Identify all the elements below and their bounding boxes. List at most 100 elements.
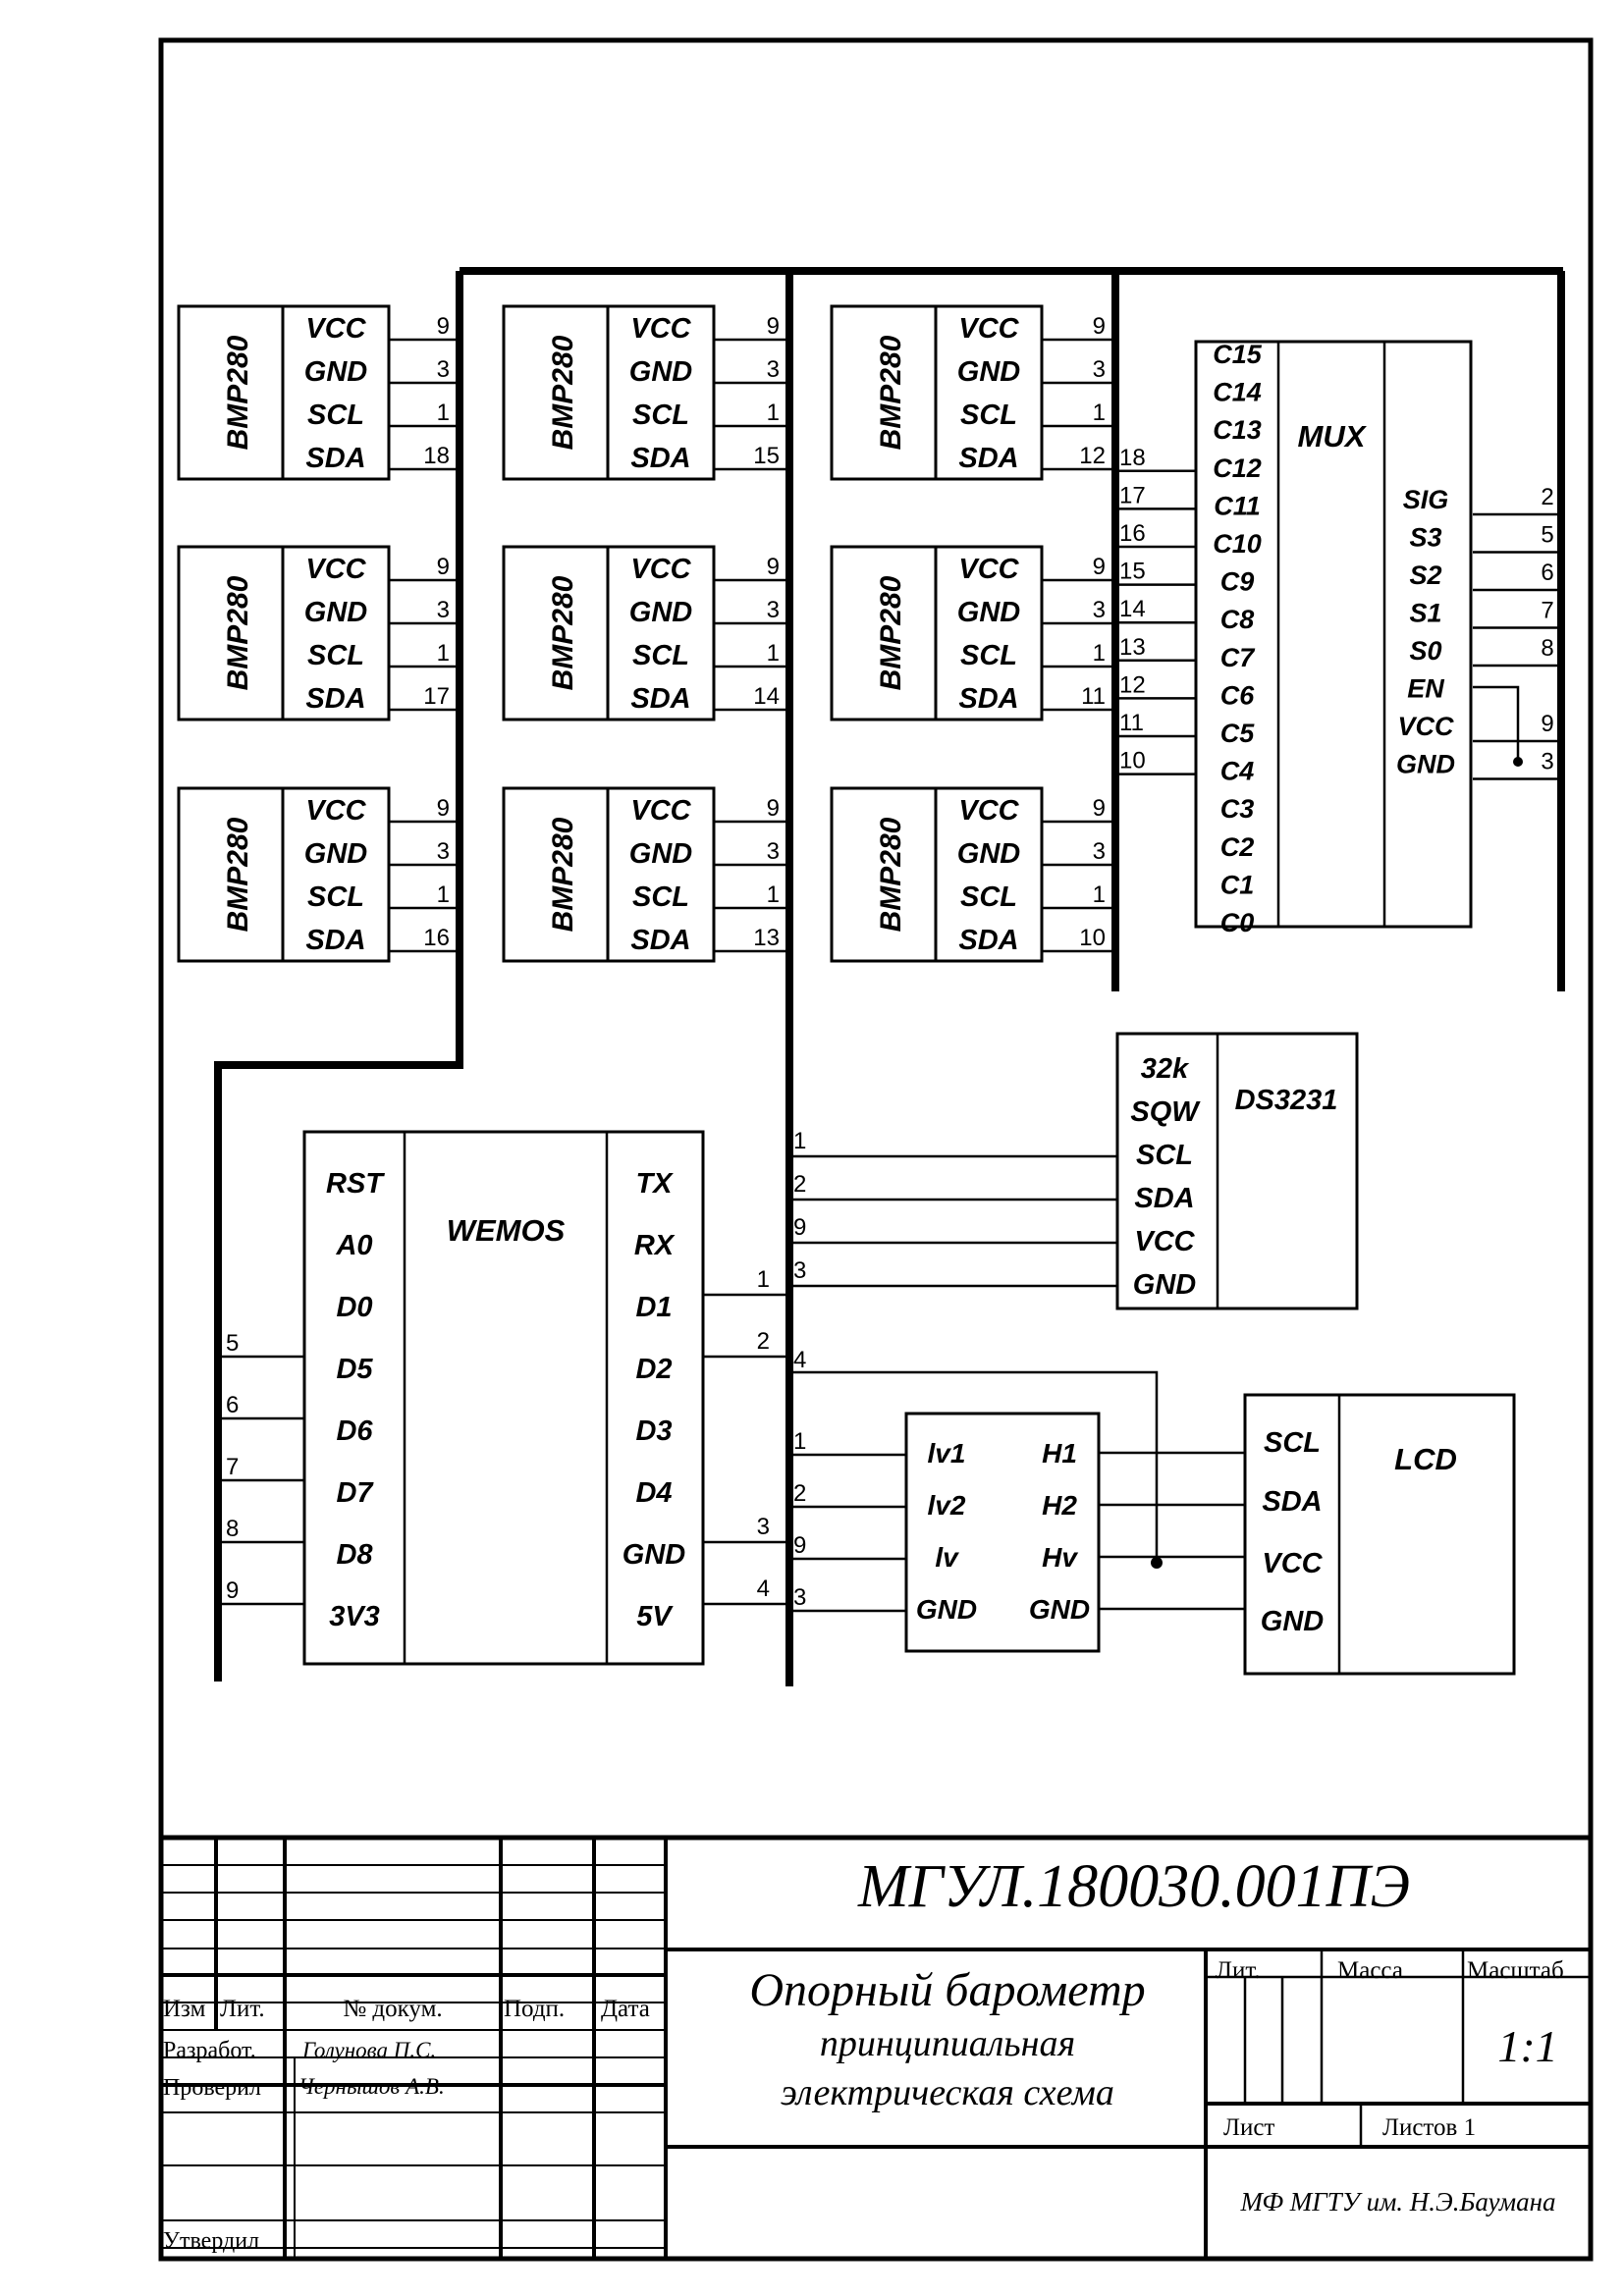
name-developer: Голунова П.С.: [301, 2038, 436, 2062]
col-izm: Изм: [163, 1996, 206, 2022]
document-title: Опорный барометр: [749, 1964, 1145, 2016]
mux-channel-net: 16: [1119, 520, 1146, 547]
bmp280-net-number: 1: [437, 400, 450, 426]
lcd-name: LCD: [1394, 1442, 1457, 1476]
bmp280-net-number: 13: [753, 925, 780, 951]
bmp280-net-number: 18: [423, 443, 450, 469]
bmp280-net-number: 9: [767, 795, 780, 822]
wemos-left-net: 9: [226, 1577, 239, 1604]
shifter-right-pin-label: H2: [1042, 1490, 1077, 1521]
bmp280-pin-label: VCC: [630, 554, 691, 585]
bmp280-net-number: 10: [1079, 925, 1106, 951]
bmp280-pin-label: GND: [957, 838, 1021, 870]
organization: МФ МГТУ им. Н.Э.Баумана: [1240, 2187, 1556, 2216]
mux-channel-label: C4: [1220, 757, 1255, 786]
mux-channel-label: C8: [1220, 605, 1255, 634]
wemos-right-pin-label: GND: [623, 1539, 686, 1571]
wemos-left-pin-label: D5: [336, 1354, 373, 1385]
bmp280-net-number: 1: [1093, 881, 1106, 908]
shifter-left-net: 1: [793, 1428, 806, 1455]
mux-block: MUX: [1194, 340, 1473, 929]
title-block: МГУЛ.180030.001ПЭ Опорный барометр принц…: [158, 1835, 1594, 2262]
wemos-left-pin-label: D0: [336, 1292, 372, 1323]
document-designation: МГУЛ.180030.001ПЭ: [857, 1853, 1410, 1920]
mux-name: MUX: [1298, 419, 1368, 454]
bmp280-net-number: 1: [767, 881, 780, 908]
mux-channel-label: C15: [1213, 340, 1263, 369]
bmp280-net-number: 9: [437, 795, 450, 822]
mux-control-net: 7: [1541, 598, 1553, 624]
bmp280-pin-label: VCC: [305, 554, 366, 585]
mux-control-label: S0: [1409, 636, 1441, 666]
bmp280-pin-label: SDA: [958, 925, 1018, 956]
bmp280-net-number: 9: [1093, 795, 1106, 822]
bmp280-pin-label: VCC: [305, 795, 366, 827]
mux-control-net: 2: [1541, 484, 1553, 510]
shifter-right-pin-label: Hv: [1042, 1542, 1078, 1573]
wemos-left-pin-label: D7: [336, 1477, 374, 1509]
shifter-left-pin-label: lv: [935, 1542, 959, 1573]
bmp280-net-number: 14: [753, 683, 780, 710]
bmp280-name: BMP280: [222, 817, 254, 932]
role-developer: Разработ.: [163, 2038, 256, 2063]
bmp280-net-number: 3: [767, 597, 780, 623]
sheet-label: Лист: [1223, 2114, 1274, 2141]
col-date: Дата: [601, 1996, 650, 2022]
col-doc-number: № докум.: [343, 1996, 442, 2022]
wemos-right-pin-label: TX: [635, 1168, 674, 1200]
bmp280-pin-label: VCC: [630, 313, 691, 345]
ds3231-pin-label: SCL: [1136, 1140, 1193, 1171]
bmp280-net-number: 1: [437, 640, 450, 667]
bmp280-pin-label: SDA: [305, 443, 365, 474]
wemos-left-net: 8: [226, 1516, 239, 1542]
bmp280-pin-label: VCC: [305, 313, 366, 345]
mux-channel-net: 18: [1119, 445, 1146, 471]
wemos-right-net: 3: [757, 1514, 770, 1540]
junction-dot: [1513, 757, 1523, 767]
shifter-right-pin-label: H1: [1042, 1438, 1077, 1468]
mux-control-net: 8: [1541, 635, 1553, 662]
head-scale: Масштаб: [1467, 1957, 1564, 1984]
wemos-pins: RSTA0D0D55D66D77D883V39TXRXD11D22D3D4GND…: [220, 1168, 806, 1632]
bmp280-name: BMP280: [222, 575, 254, 690]
mux-channel-label: C6: [1220, 680, 1255, 710]
level-shifter-body: [904, 1412, 1101, 1653]
mux-body: [1194, 340, 1473, 929]
ds3231-pin-label: GND: [1133, 1269, 1197, 1301]
mux-channel-label: C3: [1220, 794, 1255, 824]
wemos-block: WEMOS: [302, 1130, 705, 1666]
bmp280-pin-label: VCC: [958, 554, 1019, 585]
sheets-count: Листов 1: [1382, 2114, 1476, 2141]
bmp280-pin-label: SCL: [307, 881, 364, 913]
mux-control-label: SIG: [1403, 485, 1449, 514]
shifter-right-pin-label: GND: [1029, 1594, 1090, 1625]
mux-control-net: 6: [1541, 560, 1553, 586]
ds3231-block: DS3231: [1115, 1032, 1359, 1310]
bmp280-net-number: 3: [767, 356, 780, 383]
shifter-left-net: 2: [793, 1480, 806, 1507]
bmp280-net-number: 3: [437, 597, 450, 623]
mux-channel-net: 17: [1119, 482, 1146, 508]
bmp280-pin-label: SCL: [632, 400, 689, 431]
bmp280-net-number: 3: [437, 356, 450, 383]
mux-channel-label: C1: [1220, 870, 1255, 899]
wemos-right-net: 1: [757, 1266, 770, 1293]
lcd-pin-label: VCC: [1262, 1548, 1323, 1579]
scale-value: 1:1: [1497, 2021, 1557, 2071]
bmp280-pin-label: SDA: [305, 683, 365, 715]
bmp280-pin-label: SDA: [630, 925, 690, 956]
ds3231-pin-label: VCC: [1134, 1226, 1195, 1257]
mux-channel-label: C11: [1214, 491, 1261, 520]
bmp280-pin-label: SCL: [632, 640, 689, 671]
bmp280-net-number: 9: [1093, 554, 1106, 580]
wemos-name: WEMOS: [447, 1213, 566, 1248]
document-subtitle-2: электрическая схема: [781, 2072, 1114, 2113]
wemos-left-pin-label: D6: [336, 1415, 373, 1447]
